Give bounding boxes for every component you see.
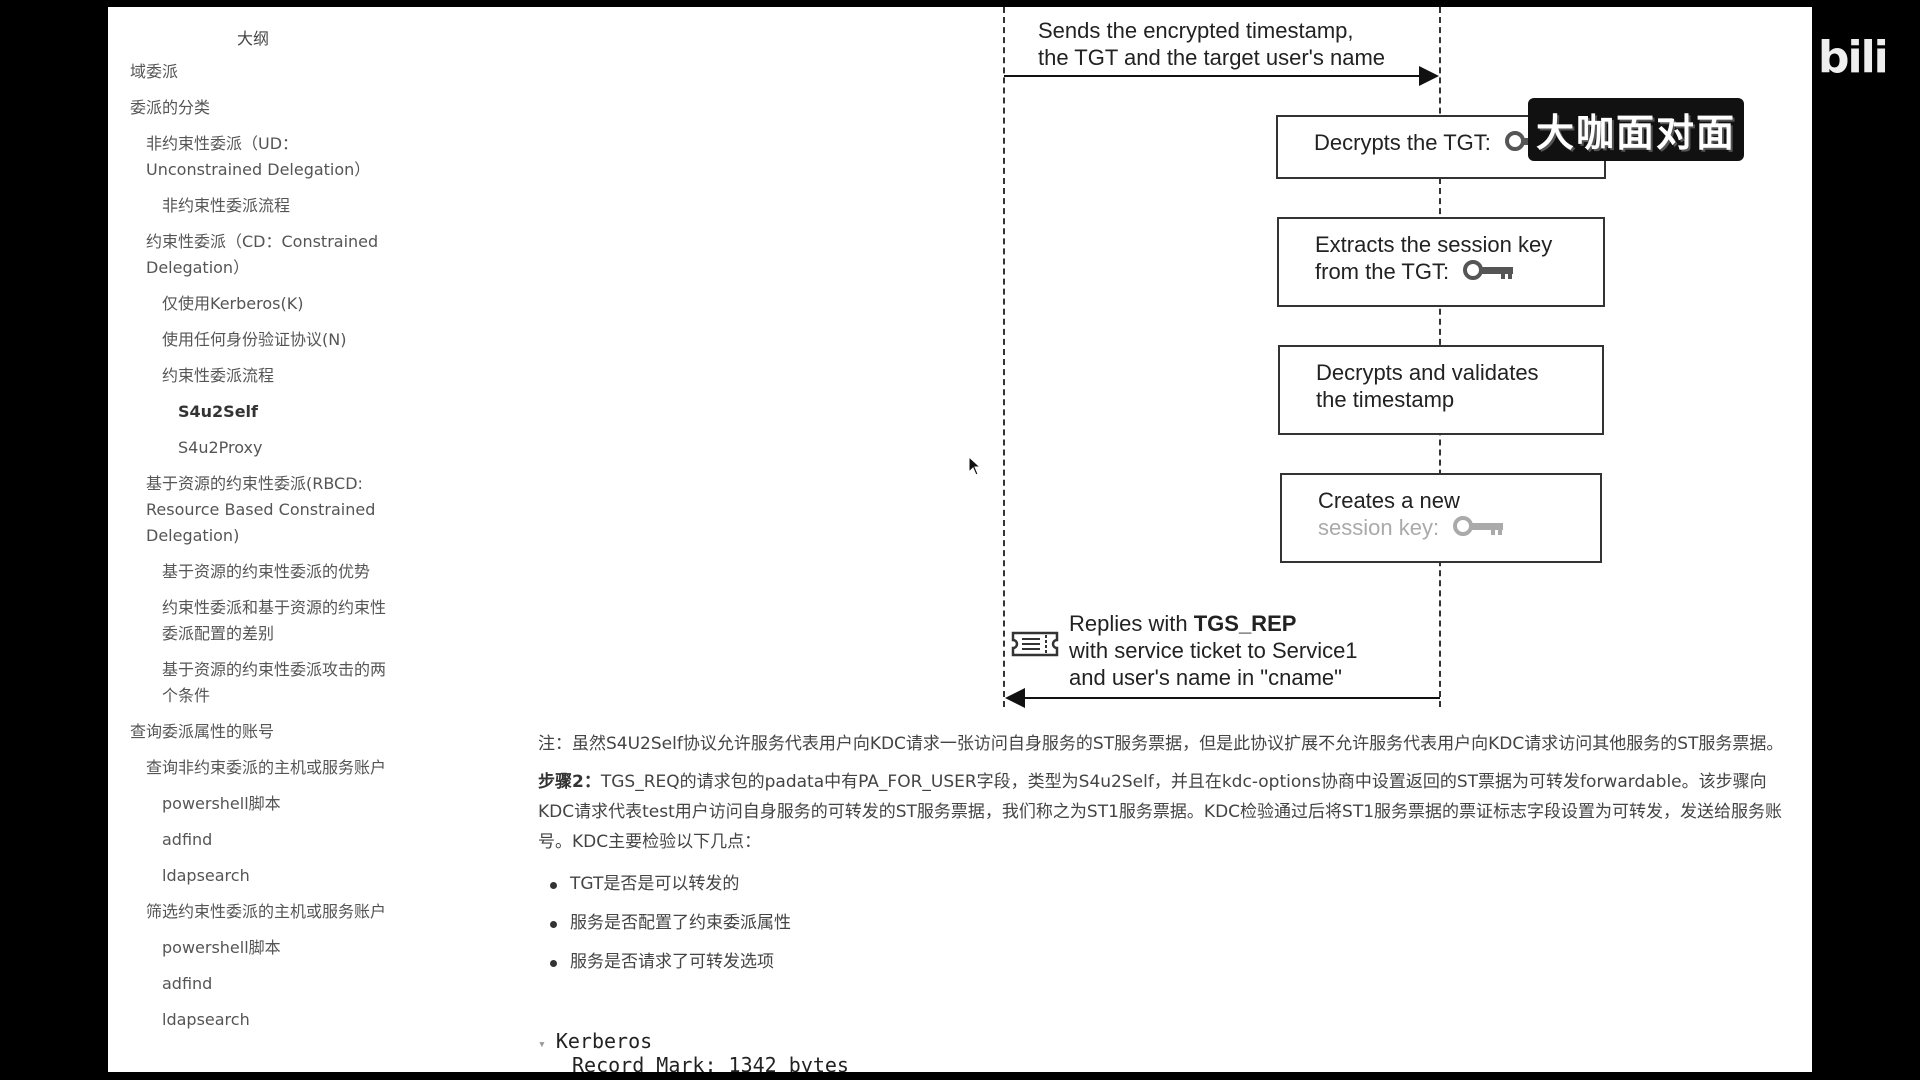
validate-timestamp-line1: Decrypts and validates [1316,360,1539,385]
request-message-line2: the TGT and the target user's name [1038,45,1386,70]
outline-item[interactable]: 筛选约束性委派的主机或服务账户 [146,902,387,921]
outline-item[interactable]: ldapsearch [162,1010,250,1029]
step2-label: 步骤2： [538,772,601,792]
outline-item[interactable]: 基于资源的约束性委派(RBCD: Resource Based Constrai… [146,474,376,545]
validate-timestamp-box: Decrypts and validates the timestamp [1278,345,1604,435]
step2-text: TGS_REQ的请求包的padata中有PA_FOR_USER字段，类型为S4u… [538,772,1783,852]
note-paragraph: 注：虽然S4U2Self协议允许服务代表用户向KDC请求一张访问自身服务的ST服… [538,734,1784,754]
request-arrowhead [1419,66,1439,86]
outline-item[interactable]: powershell脚本 [162,794,281,813]
bilibili-logo: bili [1818,32,1889,83]
reply-line1: Replies with TGS_REP [1069,610,1358,637]
create-session-key-line2-row: session key: [1318,514,1564,543]
reply-line2: with service ticket to Service1 [1069,638,1358,663]
validate-timestamp-line2: the timestamp [1316,387,1455,412]
create-session-key-box: Creates a new session key: [1280,473,1602,563]
outline-item[interactable]: 域委派 [130,62,179,81]
ticket-icon [1010,627,1060,665]
outline-item[interactable]: 查询委派属性的账号 [130,722,275,741]
extract-session-key-line2-row: from the TGT: [1315,258,1567,287]
outline-item[interactable]: 委派的分类 [130,98,211,117]
check-list: TGT是否是可以转发的 服务是否配置了约束委派属性 服务是否请求了可转发选项 [538,865,1788,982]
outline-item[interactable]: ldapsearch [162,866,250,885]
outline-sidebar: 大纲 域委派委派的分类非约束性委派（UD：Unconstrained Deleg… [108,7,398,1072]
outline-item[interactable]: 非约束性委派（UD：Unconstrained Delegation） [146,134,371,179]
key-icon [1463,259,1515,287]
outline-item[interactable]: S4u2Self [178,402,258,421]
reply-tgs-rep: TGS_REP [1193,611,1297,636]
code-line1-text: Kerberos [555,1029,653,1053]
outline-item[interactable]: 使用任何身份验证协议(N) [162,330,347,349]
list-item: TGT是否是可以转发的 [538,865,1788,904]
request-message-line1: Sends the encrypted timestamp, [1038,18,1354,43]
decrypt-tgt-text: Decrypts the TGT: [1314,130,1491,155]
sequence-diagram: Sends the encrypted timestamp, the TGT a… [884,7,1606,712]
code-line: Record Mark: 1342 bytes [538,1053,1778,1072]
key-icon [1453,515,1505,543]
reply-line3: and user's name in "cname" [1069,665,1342,690]
channel-watermark: 大咖面对面 [1528,98,1745,161]
article-content: 注：虽然S4U2Self协议允许服务代表用户向KDC请求一张访问自身服务的ST服… [538,729,1788,982]
request-message: Sends the encrypted timestamp, the TGT a… [1038,17,1385,71]
extract-session-key-line2: from the TGT: [1315,259,1450,284]
outline-item[interactable]: 查询非约束委派的主机或服务账户 [146,758,387,777]
extract-session-key-line1: Extracts the session key [1315,232,1553,257]
outline-item[interactable]: 非约束性委派流程 [162,196,291,215]
list-item: 服务是否请求了可转发选项 [538,943,1788,982]
create-session-key-line1: Creates a new [1318,488,1460,513]
code-line2-text: Record Mark: 1342 bytes [572,1053,849,1072]
reply-prefix: Replies with [1069,611,1194,636]
document-page: 大纲 域委派委派的分类非约束性委派（UD：Unconstrained Deleg… [108,7,1812,1072]
outline-item[interactable]: adfind [162,830,213,849]
outline-item[interactable]: adfind [162,974,213,993]
step2-paragraph: 步骤2：TGS_REQ的请求包的padata中有PA_FOR_USER字段，类型… [538,767,1788,857]
list-item: 服务是否配置了约束委派属性 [538,904,1788,943]
mouse-cursor-icon [968,455,982,480]
reply-arrowhead [1005,688,1025,708]
outline-item[interactable]: S4u2Proxy [178,438,263,457]
code-line[interactable]: ▾ Kerberos [538,1029,1778,1053]
code-block: ▾ Kerberos Record Mark: 1342 bytes [538,1029,1778,1072]
reply-arrow [1024,697,1440,699]
outline-item[interactable]: 基于资源的约束性委派的优势 [162,562,371,581]
extract-session-key-box: Extracts the session key from the TGT: [1277,217,1605,307]
outline-item[interactable]: 约束性委派流程 [162,366,275,385]
outline-item[interactable]: 约束性委派（CD：Constrained Delegation） [146,232,379,277]
outline-title: 大纲 [236,29,269,48]
reply-message: Replies with TGS_REP with service ticket… [1069,610,1358,691]
create-session-key-line2: session key: [1318,515,1440,540]
client-lifeline [1003,7,1005,707]
outline-item[interactable]: 基于资源的约束性委派攻击的两个条件 [162,660,387,705]
outline-item[interactable]: 仅使用Kerberos(K) [162,294,304,313]
outline-item[interactable]: powershell脚本 [162,938,281,957]
collapse-icon[interactable]: ▾ [538,1037,546,1052]
outline-item[interactable]: 约束性委派和基于资源的约束性委派配置的差别 [162,598,387,643]
request-arrow [1004,75,1422,77]
outline-list: 域委派委派的分类非约束性委派（UD：Unconstrained Delegati… [130,59,398,1043]
